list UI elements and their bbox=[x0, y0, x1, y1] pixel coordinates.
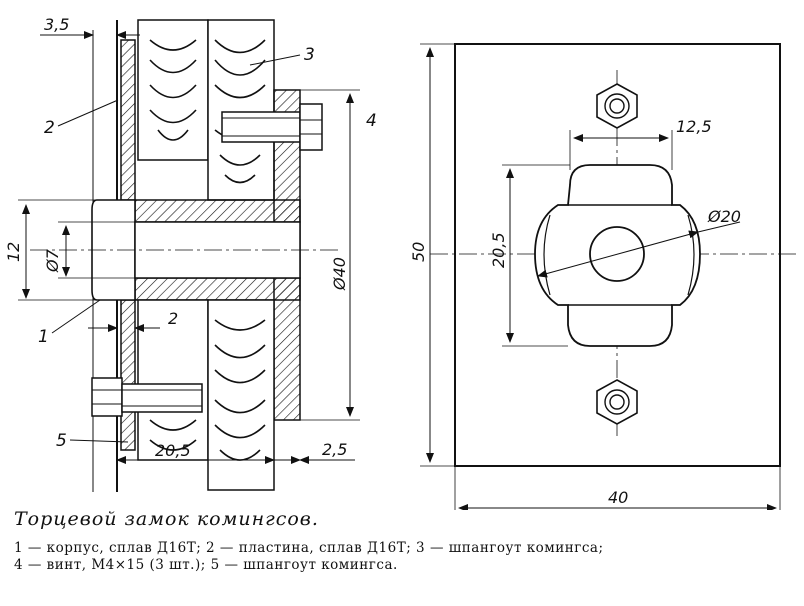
nut-bottom-icon bbox=[596, 379, 638, 425]
dim-12: 12 bbox=[4, 242, 23, 262]
dim-50: 50 bbox=[409, 242, 428, 262]
section-view: 3,5 12 Ø7 Ø40 2 20,5 2,5 2 3 4 bbox=[4, 15, 377, 492]
callout-2: 2 bbox=[44, 118, 55, 138]
plate-part-2-upper bbox=[120, 39, 136, 201]
dim-phi40: Ø40 bbox=[330, 257, 349, 291]
plate-part-2-lower bbox=[120, 299, 136, 451]
dim-20-5-left: 20,5 bbox=[155, 441, 191, 460]
dim-phi20: Ø20 bbox=[707, 207, 741, 226]
wood-frame-upper bbox=[137, 19, 275, 201]
caption-body: 1 — корпус, сплав Д16Т; 2 — пластина, сп… bbox=[14, 540, 604, 573]
nut-top-icon bbox=[596, 83, 638, 129]
screw-lower bbox=[91, 377, 203, 417]
technical-drawing: 3,5 12 Ø7 Ø40 2 20,5 2,5 2 3 4 bbox=[4, 15, 800, 510]
wood-frame-lower bbox=[137, 299, 275, 491]
screw-part-4 bbox=[221, 103, 323, 151]
housing-boss-top bbox=[134, 199, 301, 223]
callout-3: 3 bbox=[304, 45, 315, 65]
callout-4: 4 bbox=[366, 111, 377, 131]
callout-5: 5 bbox=[56, 431, 67, 451]
dim-2-5: 2,5 bbox=[322, 440, 347, 459]
callout-1: 1 bbox=[38, 327, 49, 347]
dim-2: 2 bbox=[168, 309, 178, 328]
dim-12-5: 12,5 bbox=[676, 117, 712, 136]
caption-title: Торцевой замок комингсов. bbox=[14, 508, 319, 530]
dim-20-5-right: 20,5 bbox=[489, 232, 508, 268]
dim-3-5: 3,5 bbox=[44, 15, 69, 34]
dim-phi7: Ø7 bbox=[43, 248, 62, 273]
front-view: 50 12,5 20,5 Ø20 40 bbox=[409, 43, 800, 510]
dim-40: 40 bbox=[608, 488, 628, 507]
housing-boss-bottom bbox=[134, 277, 301, 301]
